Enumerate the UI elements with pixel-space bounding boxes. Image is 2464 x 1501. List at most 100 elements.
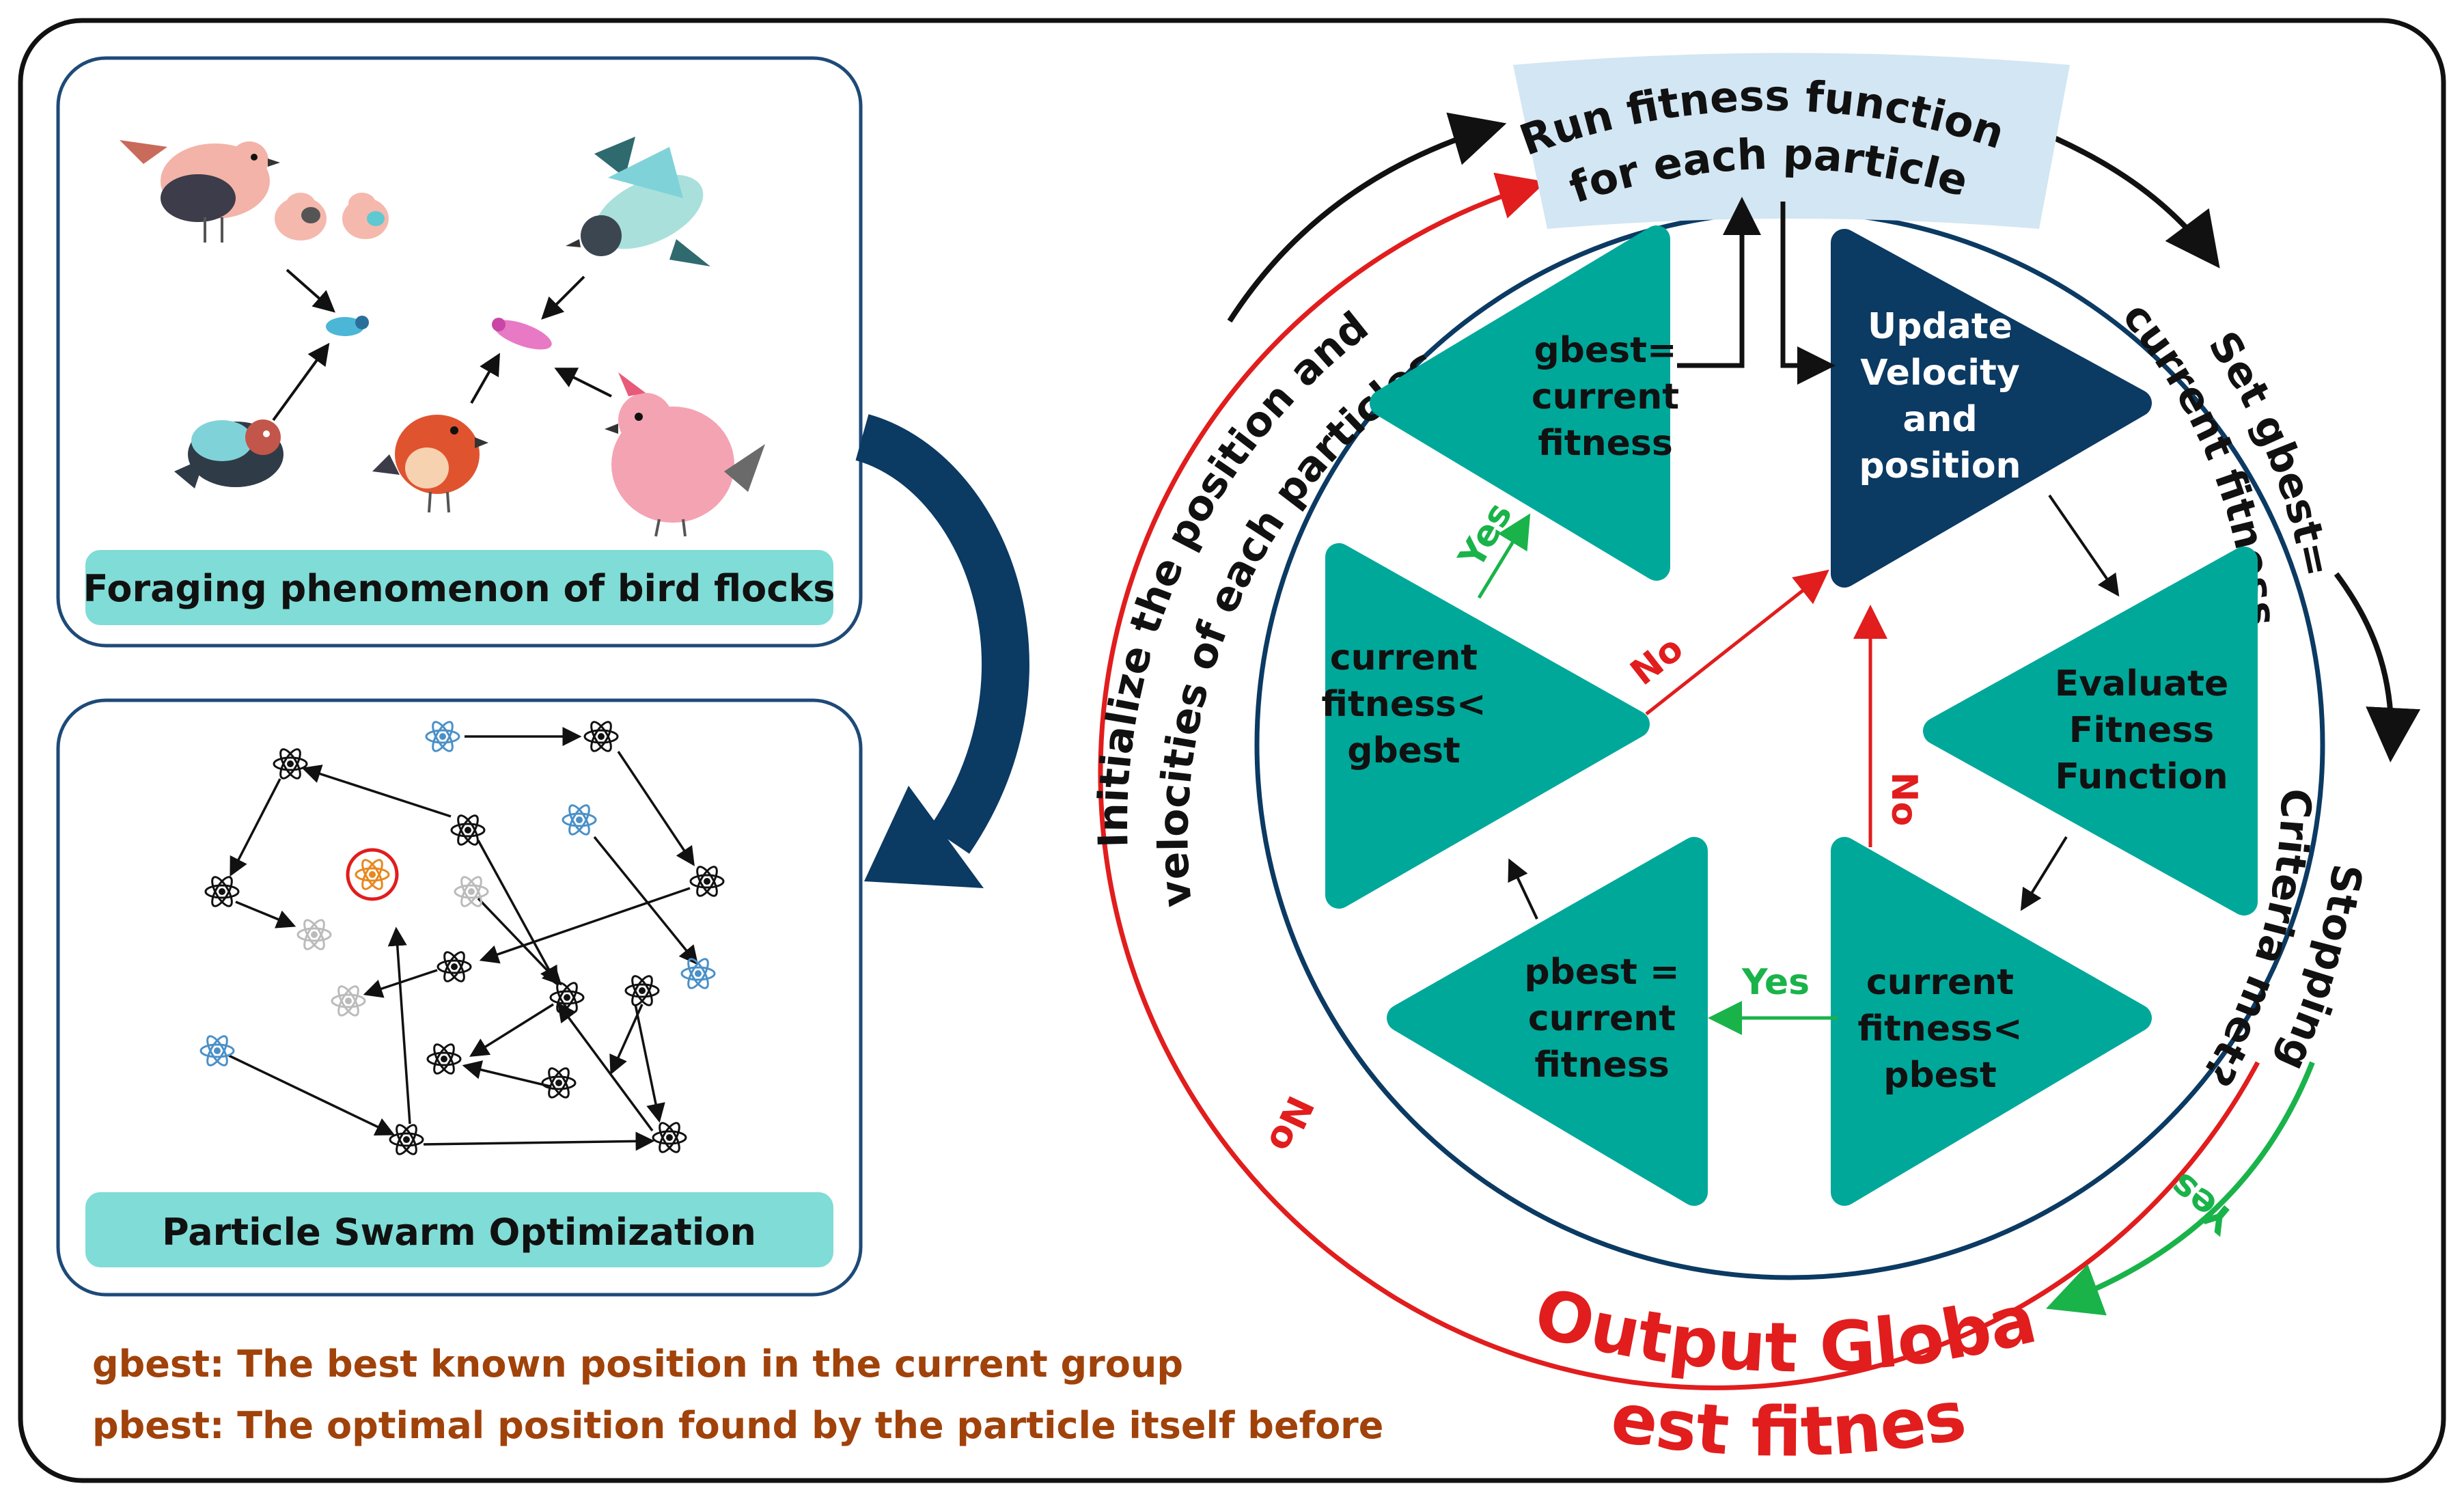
tri-evaluate-fitness — [1923, 547, 2258, 915]
particle-atom-icon — [331, 985, 366, 1017]
particle-atom-icon — [454, 876, 489, 907]
particle-atom-icon — [437, 951, 472, 982]
tri-current-vs-pbest — [1831, 837, 2152, 1206]
tri-update-l3: and — [1902, 399, 1977, 440]
particle-atom-icon — [652, 1122, 687, 1153]
pso-arrow — [469, 1003, 554, 1057]
particle-atom-icon — [541, 1067, 577, 1099]
particle-atom-icon — [204, 876, 240, 907]
tri-cur-pbest-text: current fitness< pbest — [1857, 962, 2022, 1096]
pso-arrow — [479, 887, 691, 964]
flying-bird-top-right — [566, 137, 710, 266]
tri-update-l1: Update — [1868, 306, 2012, 347]
tri-curg-l2: fitness< — [1321, 684, 1486, 725]
arrow-flyingbird-to-worm — [541, 275, 585, 320]
tri-update-l2: Velocity — [1860, 353, 2020, 394]
pso-arrow — [609, 1004, 643, 1075]
outer-black-arc-left — [1227, 112, 1507, 323]
tri-eval-l2: Fitness — [2069, 710, 2214, 751]
pink-bird — [605, 372, 765, 537]
particle-atom-icon — [624, 975, 660, 1006]
tri-curp-l1: current — [1866, 962, 2014, 1003]
transition-arrow-head — [864, 786, 984, 888]
bird-panel: Foraging phenomenon of bird flocks — [56, 56, 863, 648]
transition-arrow — [855, 414, 1029, 854]
tri-eval-l1: Evaluate — [2055, 663, 2229, 704]
tri-pbest-l2: current — [1528, 998, 1676, 1039]
pso-arrow — [462, 1060, 551, 1088]
particle-atom-icon — [450, 814, 486, 846]
pso-arrow — [557, 1002, 654, 1132]
yes-label-pbest: Yes — [1741, 962, 1810, 1003]
particle-atom-icon — [426, 1043, 462, 1075]
arrow-bird1-to-bug — [286, 268, 335, 313]
arrow-evaluate-to-curpbest — [2020, 836, 2068, 911]
bird-caption: Foraging phenomenon of bird flocks — [83, 567, 835, 610]
particle-atom-icon — [199, 1035, 235, 1066]
outer-black-arc-right-2 — [2334, 572, 2421, 762]
tri-gbest-l1: gbest= — [1534, 330, 1676, 371]
tri-cur-gbest-text: current fitness< gbest — [1321, 637, 1486, 771]
particle-atom-icon — [562, 804, 597, 836]
pso-arrow — [477, 897, 562, 986]
arrow-orangebird-to-worm — [470, 353, 500, 404]
tri-gbest-l2: current — [1532, 376, 1679, 417]
pso-arrow — [423, 1131, 655, 1151]
orange-bird — [372, 415, 488, 513]
tri-current-vs-gbest — [1325, 543, 1650, 909]
particle-atom-icon — [680, 958, 716, 989]
bird-caption-box — [85, 550, 833, 625]
tri-pbest-l3: fitness — [1534, 1045, 1670, 1086]
arrow-update-to-evaluate — [2048, 494, 2120, 597]
pso-arrow — [363, 969, 438, 998]
particle-atom-icon — [389, 1124, 424, 1155]
particle-atom-icon — [689, 866, 725, 897]
top-box — [1513, 53, 2070, 229]
pso-arrow — [593, 836, 699, 965]
bird-family-illustration — [120, 140, 389, 243]
small-bug-icon — [326, 316, 369, 336]
tri-gbest-update — [1370, 225, 1670, 581]
tri-curp-l3: pbest — [1883, 1055, 1997, 1096]
pso-caption: Particle Swarm Optimization — [162, 1211, 756, 1254]
best-particle-ring — [346, 848, 399, 901]
pso-arrow — [477, 840, 558, 987]
arrow-pbest-to-curgbest — [1508, 858, 1538, 920]
outer-black-arc-right — [2034, 127, 2220, 268]
worm-icon — [492, 318, 552, 350]
pso-arrow — [235, 900, 296, 928]
tri-pbest-text: pbest = current fitness — [1524, 952, 1679, 1086]
legend-gbest: gbest: The best known position in the cu… — [92, 1342, 1183, 1386]
tri-update-text: Update Velocity and position — [1859, 306, 2021, 486]
tri-eval-l3: Function — [2055, 756, 2228, 797]
particle-atom-icon — [583, 721, 619, 752]
tri-pbest-l1: pbest = — [1524, 952, 1679, 993]
particle-atom-icon — [425, 721, 460, 752]
arrow-curgbest-to-update — [1645, 569, 1829, 715]
tri-curg-l3: gbest — [1347, 730, 1461, 771]
tri-update-velocity — [1831, 229, 2152, 588]
tri-pbest-update — [1387, 837, 1708, 1206]
tri-gbest-text: gbest= current fitness — [1532, 330, 1679, 464]
legend-pbest: pbest: The optimal position found by the… — [92, 1404, 1383, 1447]
pso-particle-arrows — [228, 727, 699, 1151]
pso-arrow — [230, 778, 281, 877]
arrow-bluebird-to-bug — [272, 342, 330, 422]
no-label-pbest: No — [1883, 772, 1924, 826]
tri-curp-l2: fitness< — [1857, 1008, 2022, 1049]
pso-caption-box — [85, 1192, 833, 1267]
pso-panel: Particle Swarm Optimization — [56, 698, 863, 1297]
pso-arrow — [228, 1054, 396, 1136]
outer-green-yes-arc — [2045, 1061, 2315, 1316]
tri-update-l4: position — [1859, 445, 2021, 486]
particle-atom-icon — [273, 748, 308, 780]
pso-arrow — [301, 765, 452, 818]
blue-bird-bottom-left — [174, 419, 283, 488]
pso-particles — [199, 721, 725, 1155]
pso-arrow — [634, 1004, 665, 1123]
tri-curg-l1: current — [1330, 637, 1478, 678]
pso-arrow — [387, 926, 411, 1125]
arrow-topbox-to-update — [1780, 202, 1836, 385]
tri-evaluate-text: Evaluate Fitness Function — [2055, 663, 2229, 797]
